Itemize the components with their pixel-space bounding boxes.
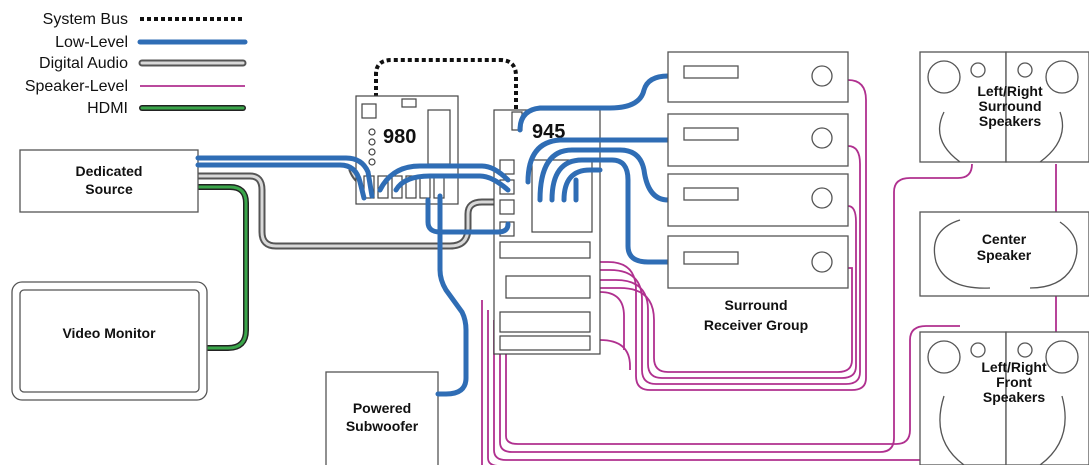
receiver-group-label-2: Receiver Group: [704, 317, 808, 333]
unit-980-label: 980: [383, 126, 416, 148]
receiver-2: [667, 113, 849, 167]
low-level-wires: [195, 73, 671, 397]
surround-speakers-label-2: Surround: [979, 98, 1042, 114]
legend-label-low-level: Low-Level: [55, 34, 128, 51]
hdmi-wire: [195, 184, 249, 351]
surround-speakers-label-3: Speakers: [979, 113, 1041, 129]
subwoofer-label-1: Powered: [353, 400, 411, 416]
surround-speakers-label-1: Left/Right: [977, 83, 1043, 99]
center-speaker-label-1: Center: [982, 231, 1027, 247]
unit-980: 980: [355, 95, 459, 205]
front-speakers-label-3: Speakers: [983, 389, 1045, 405]
video-monitor-label: Video Monitor: [62, 325, 156, 341]
video-monitor: Video Monitor: [11, 281, 208, 401]
center-speaker: Center Speaker: [919, 211, 1089, 297]
surround-receiver-group: Surround Receiver Group: [667, 51, 849, 333]
subwoofer-label-2: Subwoofer: [346, 418, 419, 434]
surround-speakers: Left/Right Surround Speakers: [919, 51, 1089, 163]
unit-945: 945: [493, 109, 601, 355]
receiver-group-label-1: Surround: [725, 297, 788, 313]
system-bus-wire: [374, 58, 518, 120]
receiver-3: [667, 173, 849, 227]
legend: System Bus Low-Level Digital Audio Speak…: [25, 11, 248, 117]
center-speaker-label-2: Speaker: [977, 247, 1032, 263]
legend-label-speaker-level: Speaker-Level: [25, 78, 128, 95]
receiver-1: [667, 51, 849, 103]
powered-subwoofer: Powered Subwoofer: [325, 371, 439, 465]
legend-label-digital-audio: Digital Audio: [39, 55, 128, 72]
dedicated-source: Dedicated Source: [19, 149, 199, 213]
dedicated-source-label-1: Dedicated: [76, 163, 143, 179]
front-speakers-label-1: Left/Right: [981, 359, 1047, 375]
receiver-4: [667, 235, 849, 289]
unit-945-label: 945: [532, 121, 565, 143]
front-speakers: Left/Right Front Speakers: [919, 331, 1089, 465]
legend-label-system-bus: System Bus: [43, 11, 128, 28]
front-speakers-label-2: Front: [996, 374, 1032, 390]
legend-label-hdmi: HDMI: [87, 100, 128, 117]
dedicated-source-label-2: Source: [85, 181, 133, 197]
